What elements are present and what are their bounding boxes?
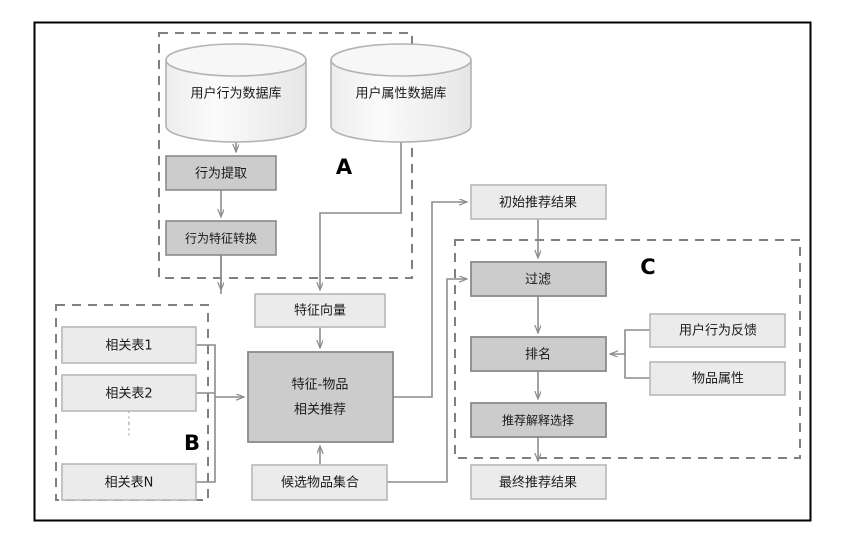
group-label-b: B — [184, 431, 200, 455]
edge-itemattr-to-ranking — [624, 354, 650, 379]
node-label: 过滤 — [525, 273, 551, 288]
edge-tablen-bus — [196, 397, 216, 483]
node-label: 最终推荐结果 — [499, 475, 577, 491]
node-label: 初始推荐结果 — [499, 196, 577, 211]
datastore-label: 用户属性数据库 — [355, 86, 446, 102]
node-label: 特征向量 — [294, 303, 346, 319]
connector-layer — [196, 142, 650, 483]
node-label: 排名 — [525, 347, 551, 363]
node-label: 行为特征转换 — [185, 231, 257, 246]
node-label: 相关表2 — [105, 387, 152, 402]
node-initial-recommend-result[interactable]: 初始推荐结果 — [470, 184, 607, 220]
node-candidate-item-set[interactable]: 候选物品集合 — [251, 464, 388, 501]
node-filter[interactable]: 过滤 — [470, 261, 607, 297]
node-behavior-extraction[interactable]: 行为提取 — [165, 155, 277, 191]
svg-text:⋮: ⋮ — [122, 421, 137, 438]
node-related-table-2[interactable]: 相关表2 — [61, 374, 197, 412]
group-label-c: C — [640, 255, 655, 279]
node-label: 相关表N — [105, 476, 154, 491]
node-feature-vector[interactable]: 特征向量 — [254, 293, 386, 328]
node-related-table-1[interactable]: 相关表1 — [61, 326, 197, 364]
node-label: 用户行为反馈 — [679, 323, 757, 339]
group-box-c — [454, 239, 801, 459]
node-related-table-n[interactable]: 相关表N — [61, 463, 197, 501]
node-final-recommend-result[interactable]: 最终推荐结果 — [470, 464, 607, 500]
node-recommend-explain-select[interactable]: 推荐解释选择 — [470, 402, 607, 438]
node-label-line2: 相关推荐 — [294, 403, 346, 418]
node-label: 物品属性 — [692, 372, 744, 387]
edge-table1-bus — [196, 344, 216, 397]
node-label-line1: 特征-物品 — [292, 378, 349, 393]
svg-text:⋮: ⋮ — [122, 409, 137, 426]
datastore-user-attribute-db[interactable]: 用户属性数据库 — [330, 43, 472, 143]
ellipsis-marker: ⋮ ⋮ — [122, 409, 137, 438]
edge-feedback-to-ranking — [610, 329, 650, 354]
edge-recommend-to-initial — [393, 202, 467, 398]
node-label: 推荐解释选择 — [502, 414, 574, 428]
node-feature-item-recommend[interactable]: 特征-物品 相关推荐 — [247, 351, 394, 443]
group-label-a: A — [336, 155, 353, 179]
node-label: 行为提取 — [195, 166, 247, 182]
edge-attributedb-to-featurevector — [320, 142, 402, 290]
node-ranking[interactable]: 排名 — [470, 336, 607, 372]
datastore-user-behavior-db[interactable]: 用户行为数据库 — [165, 43, 307, 143]
node-item-attribute[interactable]: 物品属性 — [649, 361, 786, 396]
group-box-a — [158, 32, 413, 279]
node-label: 相关表1 — [105, 339, 152, 354]
datastore-label: 用户行为数据库 — [190, 86, 281, 102]
node-label: 候选物品集合 — [281, 475, 359, 491]
edge-candidate-to-filter — [387, 279, 467, 483]
node-user-behavior-feedback[interactable]: 用户行为反馈 — [649, 313, 786, 348]
node-behavior-feature-transform[interactable]: 行为特征转换 — [165, 220, 277, 256]
